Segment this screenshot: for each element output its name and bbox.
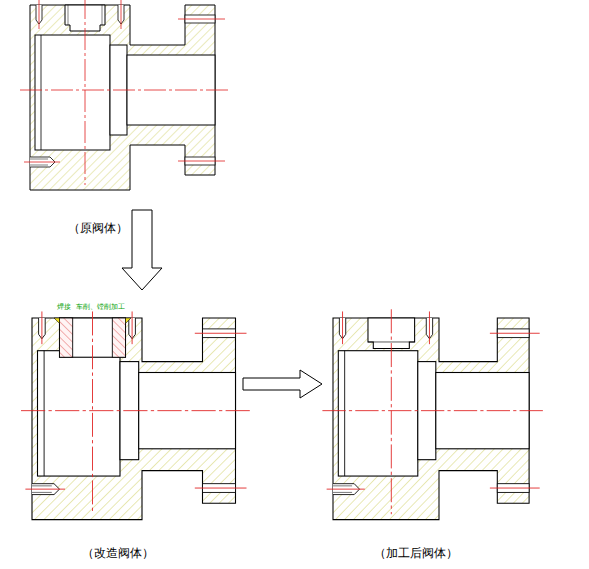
original-body xyxy=(20,0,230,190)
flow-arrow xyxy=(243,370,322,398)
caption: （原阀体） xyxy=(67,221,129,235)
modified-body xyxy=(21,311,252,519)
caption: （改造阀体） xyxy=(81,546,155,560)
machined-body xyxy=(322,309,545,519)
weld-note: 焊接 xyxy=(56,303,72,311)
caption: （加工后阀体） xyxy=(373,546,459,560)
machining-note: 车削、镗削加工 xyxy=(75,303,126,311)
